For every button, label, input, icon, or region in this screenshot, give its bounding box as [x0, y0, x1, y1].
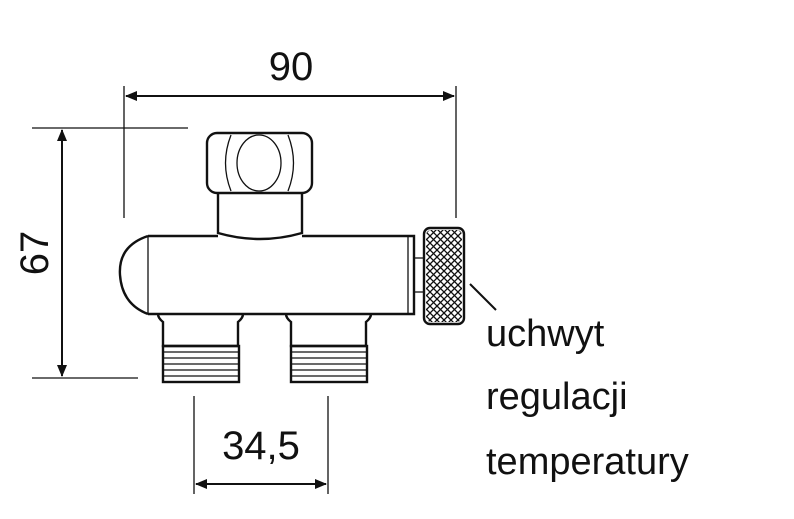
dimension-height: 67: [13, 127, 188, 379]
left-outlet: [156, 313, 245, 384]
dimension-outlet-spacing: 34,5: [193, 396, 329, 494]
temperature-knob: [422, 226, 466, 326]
callout-line-1: uchwyt: [486, 313, 605, 355]
knob-callout: uchwyt regulacji temperatury: [469, 283, 689, 483]
dimension-width: 90: [123, 45, 457, 218]
valve-body: [118, 131, 466, 384]
dimension-outlet-spacing-label: 34,5: [222, 424, 300, 468]
neck: [216, 193, 304, 241]
dimension-width-label: 90: [269, 45, 314, 89]
callout-line-2: regulacji: [486, 376, 628, 418]
dimension-height-label: 67: [13, 231, 57, 276]
right-outlet: [284, 313, 373, 384]
main-body: [118, 234, 425, 316]
callout-line-3: temperatury: [486, 441, 689, 483]
top-nut: [205, 131, 314, 195]
